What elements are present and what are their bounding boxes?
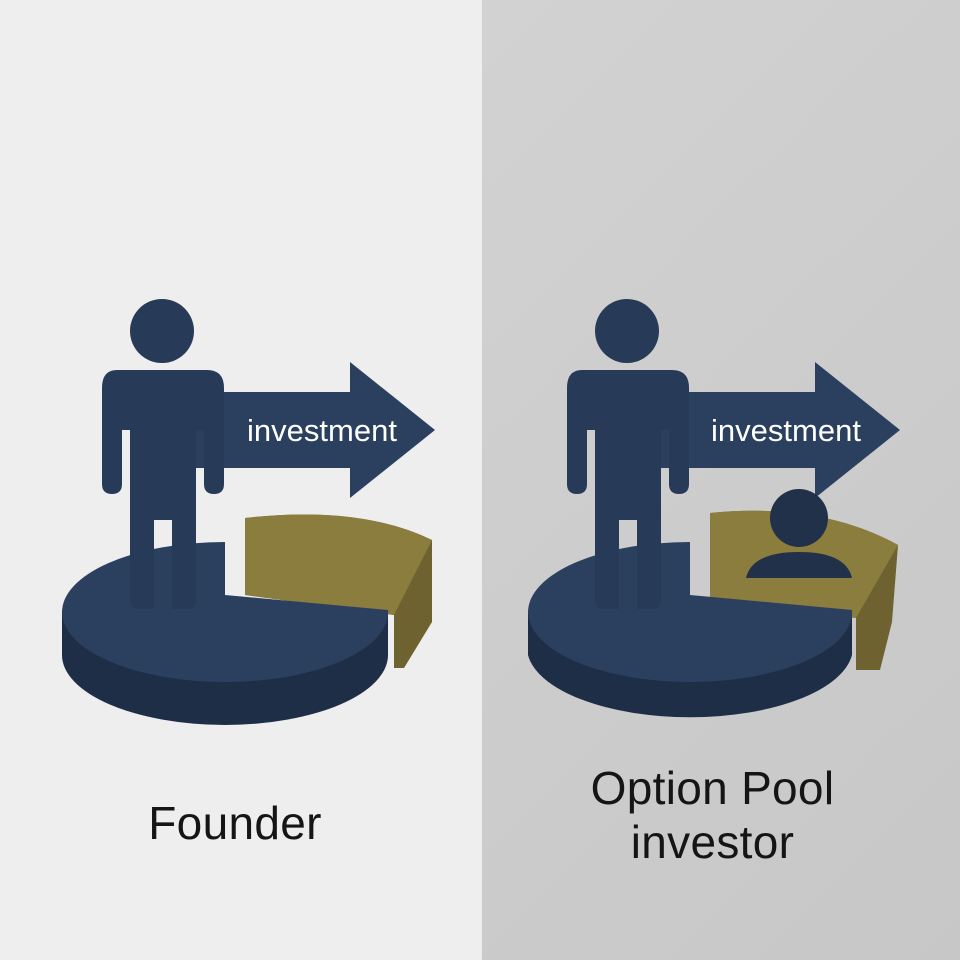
founder-graphic: investment xyxy=(62,299,435,725)
arrow-label: investment xyxy=(247,413,397,448)
investment-arrow-icon: investment xyxy=(630,362,900,498)
investment-arrow-icon: investment xyxy=(165,362,435,498)
option-pool-caption: Option Pool xyxy=(590,762,835,814)
person-icon xyxy=(102,299,224,609)
small-person-icon xyxy=(746,489,852,578)
person-icon xyxy=(567,299,689,609)
option-pool-graphic: investment xyxy=(528,299,900,718)
option-pool-investor-panel xyxy=(482,0,960,960)
pie-slice-gold xyxy=(245,514,432,668)
arrow-label: investment xyxy=(711,413,861,448)
investor-caption: investor xyxy=(630,816,795,868)
founder-panel xyxy=(0,0,482,960)
founder-caption: Founder xyxy=(148,797,322,849)
